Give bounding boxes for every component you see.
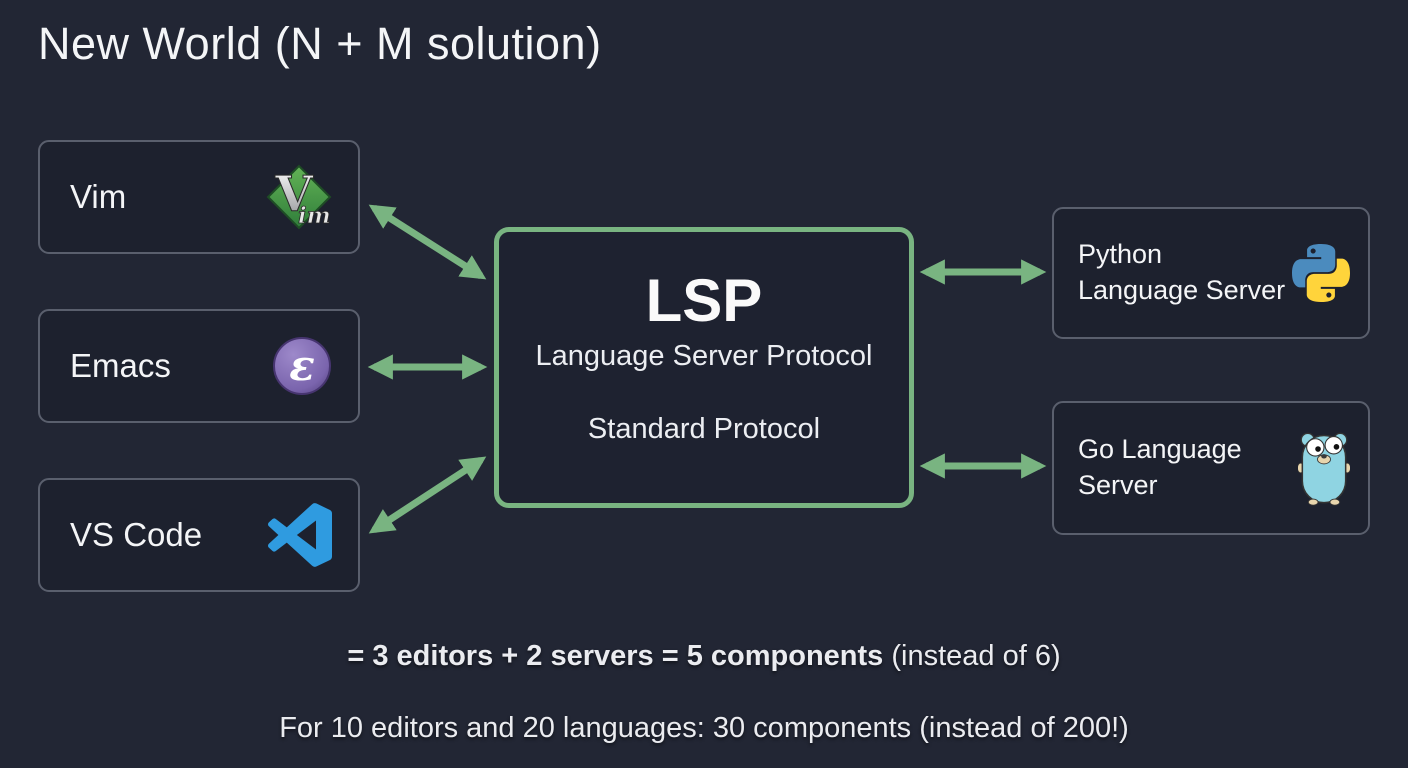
go-icon [1298, 430, 1350, 506]
svg-text:im: im [298, 203, 331, 229]
lsp-acronym: LSP [645, 267, 763, 334]
vscode-icon [268, 503, 332, 567]
server-label-line2: Server [1078, 470, 1158, 500]
editor-label: VS Code [70, 516, 203, 553]
editor-label: Emacs [70, 347, 171, 384]
arrow-vscode-lsp [368, 456, 487, 534]
summary-equation-note: (instead of 6) [883, 640, 1061, 672]
summary-equation-bold: = 3 editors + 2 servers = 5 components [347, 640, 884, 672]
editor-box-vscode: VS Code [38, 478, 360, 592]
server-label: Python Language Server [1078, 237, 1285, 308]
server-box-python: Python Language Server [1052, 207, 1370, 339]
editor-box-emacs: Emacs ε [38, 309, 360, 423]
server-label: Go Language Server [1078, 432, 1242, 503]
page-title: New World (N + M solution) [38, 18, 602, 69]
arrow-vim-lsp [368, 204, 487, 280]
editor-box-vim: Vim V im [38, 140, 360, 254]
server-label-line1: Go Language [1078, 434, 1242, 465]
lsp-full-name: Language Server Protocol [535, 340, 873, 372]
server-label-line1: Python [1078, 239, 1163, 270]
svg-text:ε: ε [289, 341, 315, 390]
lsp-tagline: Standard Protocol [587, 413, 821, 445]
editor-label: Vim [70, 178, 127, 215]
summary-scaling: For 10 editors and 20 languages: 30 comp… [279, 712, 1129, 744]
summary-equation: = 3 editors + 2 servers = 5 components (… [0, 640, 1408, 673]
server-label-line2: Language Server [1078, 275, 1286, 305]
lsp-hub-box: LSP Language Server Protocol Standard Pr… [494, 227, 914, 508]
vim-icon: V im [266, 164, 332, 230]
emacs-icon: ε [272, 336, 332, 396]
server-box-go: Go Language Server [1052, 401, 1370, 535]
svg-text:V: V [274, 165, 314, 222]
python-icon [1292, 244, 1350, 302]
